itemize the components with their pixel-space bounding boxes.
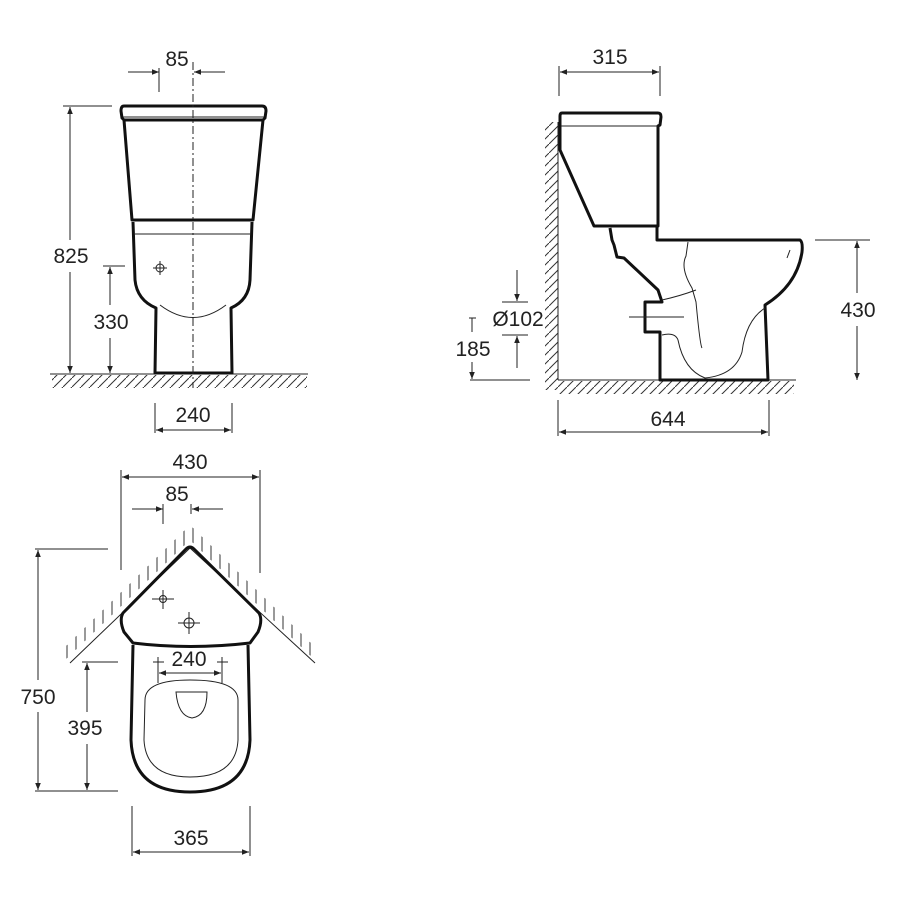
flush-valve-icon xyxy=(178,612,200,634)
dim-total-height: 825 xyxy=(53,245,88,268)
seat-outline xyxy=(143,679,239,778)
bowl-outline xyxy=(129,644,252,794)
tank-outline xyxy=(119,545,263,648)
dim-outlet-diameter: Ø102 xyxy=(492,308,543,331)
water-inlet-icon xyxy=(153,261,167,275)
wall-hatch xyxy=(545,122,558,390)
dim-flush-offset: 85 xyxy=(165,48,188,71)
top-view: 430 85 750 395 240 365 xyxy=(20,451,318,856)
front-view: 85 825 330 240 xyxy=(50,48,308,433)
bowl-inner-line xyxy=(661,249,791,379)
trap-curve xyxy=(159,304,227,318)
dim-total-length: 750 xyxy=(20,686,55,709)
floor-hatch xyxy=(558,381,794,394)
dim-fixing-spacing: 240 xyxy=(171,648,206,671)
dim-total-depth: 644 xyxy=(650,408,685,431)
floor-hatch xyxy=(52,375,307,388)
bowl-outline xyxy=(608,226,804,382)
dim-base-width: 240 xyxy=(175,404,210,427)
fixing-point-icon xyxy=(153,657,228,667)
side-view: 315 430 644 Ø102 185 xyxy=(455,46,876,436)
trapway-line xyxy=(683,241,703,349)
dim-inlet-height: 330 xyxy=(93,311,128,334)
dim-flush-offset: 85 xyxy=(165,483,188,506)
dim-bowl-width: 365 xyxy=(173,827,208,850)
dim-seat-height: 430 xyxy=(840,299,875,322)
tank-body xyxy=(122,119,265,222)
lid-cutout xyxy=(175,691,208,719)
dim-tank-depth: 315 xyxy=(592,46,627,69)
dim-bowl-length: 395 xyxy=(67,717,102,740)
water-inlet-icon xyxy=(152,590,174,609)
dim-corner-width: 430 xyxy=(172,451,207,474)
tank-outline xyxy=(558,111,663,228)
dim-outlet-height: 185 xyxy=(455,338,490,361)
